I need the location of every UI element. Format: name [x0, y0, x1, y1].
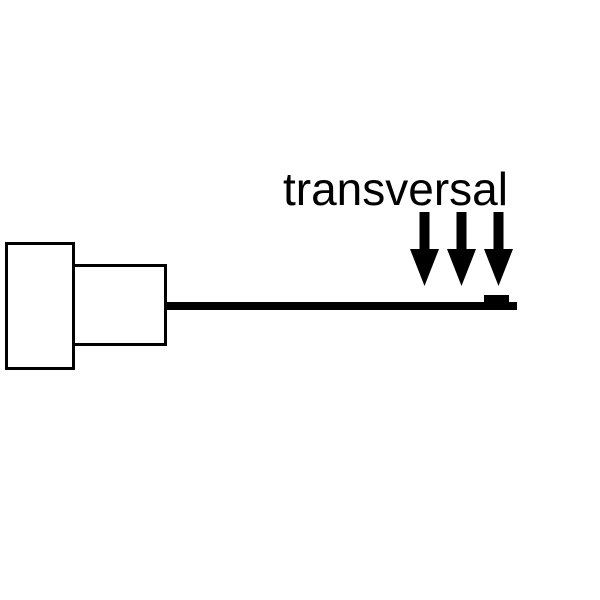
transversal-label: transversal — [283, 163, 508, 215]
clamp-inner-block — [72, 264, 167, 346]
beam-rod — [164, 302, 517, 310]
down-arrow-icon — [484, 212, 513, 286]
beam-tip-block — [484, 295, 509, 304]
clamp-outer-block — [5, 242, 75, 370]
down-arrow-icon — [410, 212, 439, 286]
down-arrow-icon — [447, 212, 476, 286]
